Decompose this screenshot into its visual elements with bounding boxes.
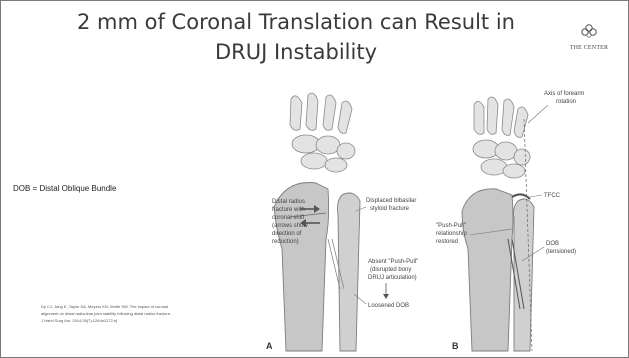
citation-line-1: Dy CJ, Jang E, Taylor SA, Meyers KN, Wol… — [41, 303, 276, 310]
label-axis-2: rotation — [556, 99, 576, 105]
label-dob-b-1: DOB — [546, 241, 559, 247]
label-pushpull-a-2: (disrupted bony — [370, 267, 411, 273]
panel-a-letter: A — [266, 341, 273, 351]
citation-line-3: J Hand Surg Am. 2014;39(7):1264e1272.e] — [41, 317, 276, 324]
center-logo: THE CENTER — [564, 23, 614, 51]
label-fracture-1: Distal radius — [272, 199, 305, 205]
logo-text: THE CENTER — [564, 45, 614, 51]
label-fracture-2: fracture with — [272, 207, 305, 213]
label-dob-b-2: (tensioned) — [546, 249, 576, 255]
panel-b-letter: B — [452, 341, 459, 351]
label-pushpull-a-3: DRUJ articulation) — [368, 275, 417, 281]
label-pushpull-b-2: relationship — [436, 231, 467, 237]
label-pushpull-b-1: "Push-Pull" — [436, 223, 466, 229]
label-pushpull-b-3: restored — [436, 239, 458, 245]
label-axis-1: Axis of forearm — [544, 91, 584, 97]
label-fracture-6: reduction) — [272, 239, 299, 245]
citation: Dy CJ, Jang E, Taylor SA, Meyers KN, Wol… — [41, 303, 276, 324]
citation-line-2: alignment on distal radioulnar joint sta… — [41, 310, 276, 317]
label-fracture-3: coronal shift — [272, 215, 305, 221]
wrist-anatomy-figure: Distal radius fracture with coronal shif… — [256, 89, 616, 355]
label-styloid-1: Displaced bibasilar — [366, 198, 416, 204]
label-fracture-4: (arrows show — [272, 223, 308, 229]
logo-emblem-icon — [578, 23, 600, 39]
panel-b-illustration — [462, 97, 534, 351]
panel-a-illustration — [274, 93, 360, 351]
label-styloid-2: styloid fracture — [370, 206, 410, 212]
abbreviation-note: DOB = Distal Oblique Bundle — [13, 184, 116, 193]
label-pushpull-a-1: Absent "Push-Pull" — [368, 259, 418, 265]
label-fracture-5: direction of — [272, 231, 302, 237]
slide-title: 2 mm of Coronal Translation can Result i… — [41, 7, 551, 67]
label-dob-a: Loosened DOB — [368, 303, 409, 309]
title-line-1: 2 mm of Coronal Translation can Result i… — [41, 7, 551, 37]
title-line-2: DRUJ Instability — [41, 37, 551, 67]
label-tfcc: TFCC — [544, 193, 561, 199]
